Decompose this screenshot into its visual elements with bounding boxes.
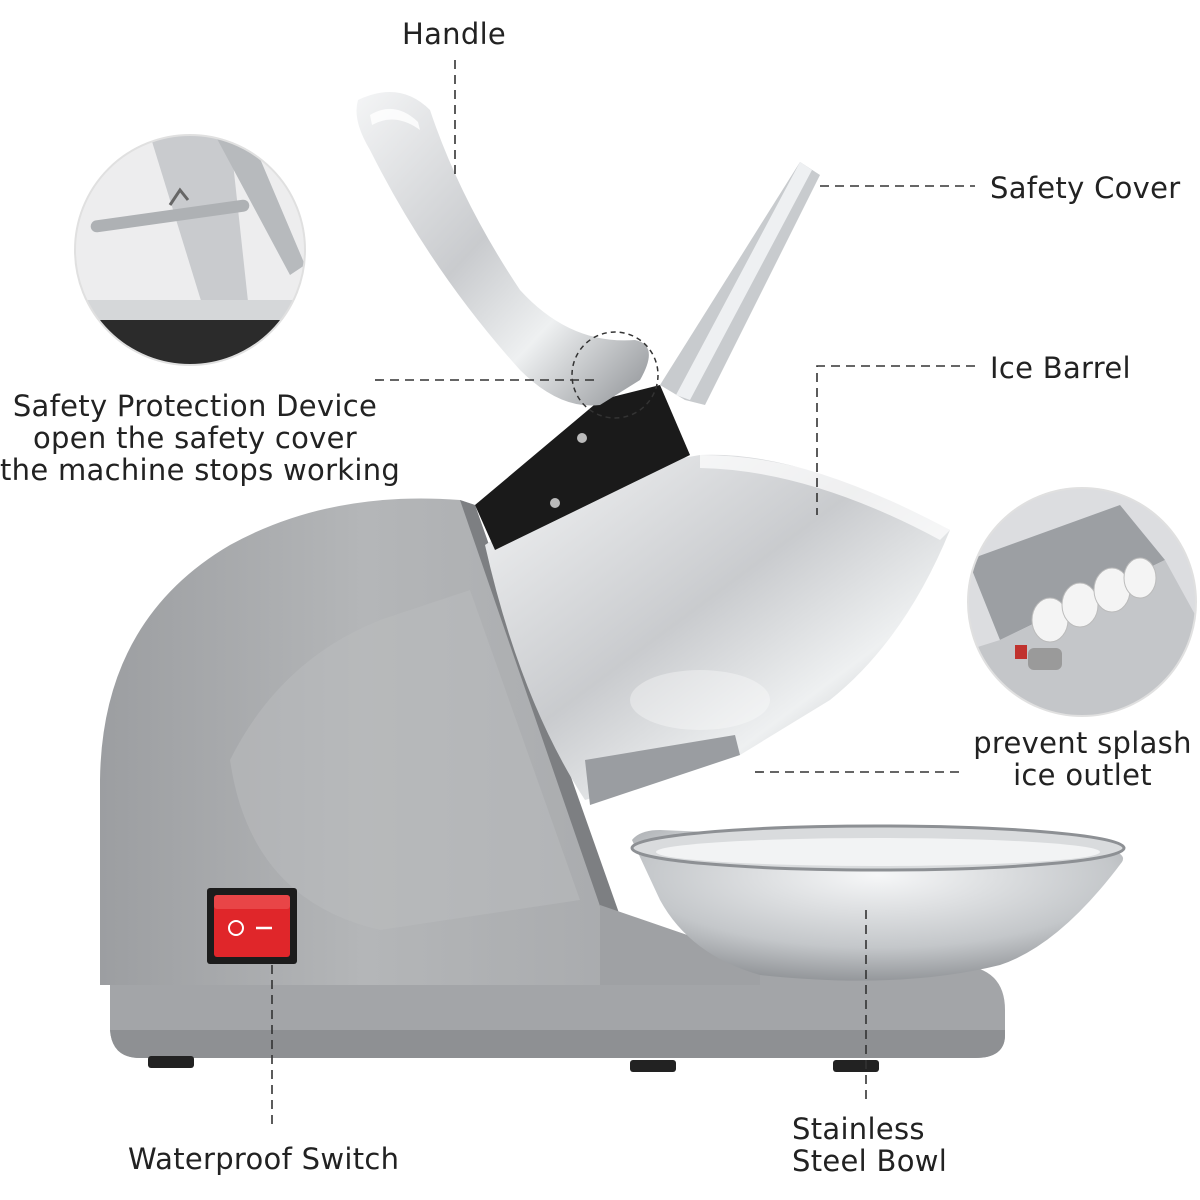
handle-label: Handle [402, 17, 507, 51]
safety-device-label-line2: open the safety cover [33, 421, 357, 455]
safety-device-marker [571, 331, 659, 419]
safety-device-label-line1: Safety Protection Device [12, 389, 378, 423]
ice-outlet-label-line1: prevent splash [973, 726, 1192, 760]
safety-cover-label: Safety Cover [990, 171, 1181, 205]
safety-device-label-line3: the machine stops working [0, 453, 401, 487]
steel-bowl [630, 824, 1126, 981]
ice-barrel-label: Ice Barrel [990, 351, 1131, 385]
waterproof-switch [207, 888, 297, 964]
leader-lines [271, 60, 975, 1130]
safety-cover [660, 162, 820, 405]
bowl-label-line1: Stainless [792, 1112, 925, 1146]
ice-barrel [485, 454, 950, 805]
safety-device-label: Safety Protection Device open the safety… [0, 389, 401, 487]
black-panel [475, 385, 690, 550]
ice-outlet-label-line2: ice outlet [1013, 758, 1152, 792]
bowl-label-line2: Steel Bowl [792, 1144, 948, 1178]
inset-ice-outlet [967, 487, 1197, 717]
handle [356, 92, 649, 406]
ice-outlet-label: prevent splash ice outlet [965, 727, 1200, 791]
switch-label: Waterproof Switch [128, 1142, 400, 1176]
machine-base [110, 965, 1005, 1072]
inset-safety-device [74, 134, 306, 366]
leader-ice-barrel [816, 365, 975, 515]
bowl-label: Stainless Steel Bowl [792, 1113, 947, 1177]
